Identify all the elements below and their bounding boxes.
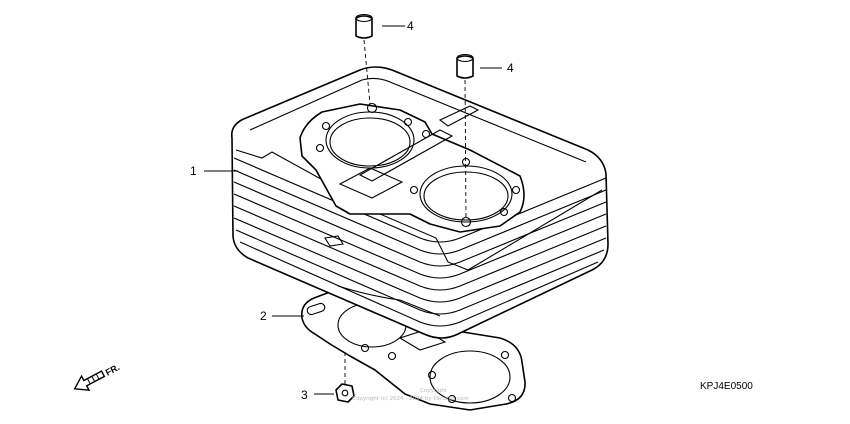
front-label: FR. [104,362,121,378]
callout-4-lower: 4 [507,61,514,75]
front-direction-indicator: FR. [73,362,121,392]
dowel-pin-lower[interactable] [456,53,474,79]
callout-4-upper: 4 [407,19,414,33]
cylinder-base-gasket[interactable] [300,289,526,411]
diagram-code: KPJ4E0500 [700,381,753,392]
watermark-line2: Copyright (c) 2024 - 2024 by Partzilla.c… [352,396,469,402]
leader-lines [204,25,502,395]
callout-3: 3 [301,388,308,402]
watermark-line1: Copyright [420,388,448,394]
cylinder-block[interactable] [230,66,609,339]
flange-nut[interactable] [335,383,355,403]
dowel-pin-upper[interactable] [355,13,373,39]
callout-2: 2 [260,309,267,323]
callout-1: 1 [190,164,197,178]
